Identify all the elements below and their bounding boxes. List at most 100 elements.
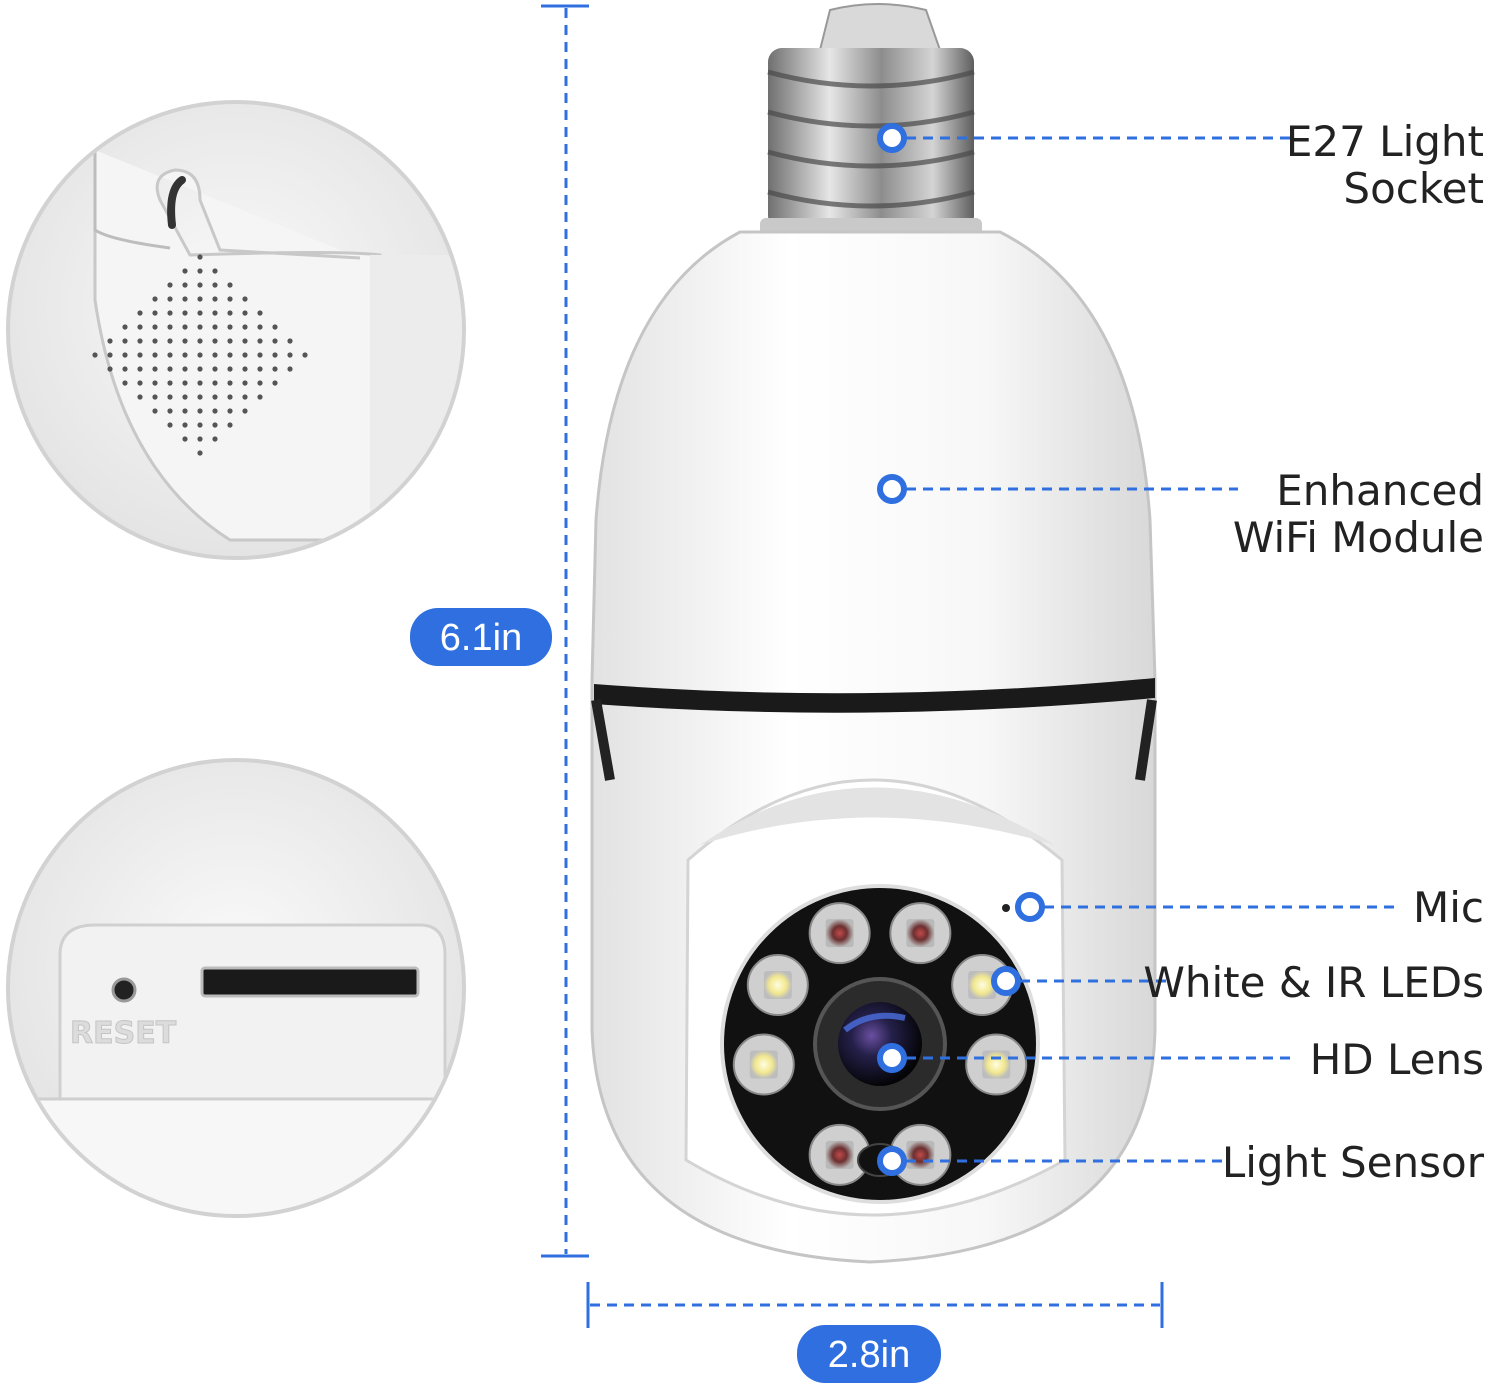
speaker-hole xyxy=(212,394,218,400)
speaker-hole xyxy=(227,310,233,316)
speaker-hole xyxy=(107,338,113,344)
speaker-hole xyxy=(167,366,173,372)
speaker-hole xyxy=(137,338,143,344)
speaker-hole xyxy=(212,366,218,372)
speaker-hole xyxy=(167,394,173,400)
white-led-icon xyxy=(965,1033,1028,1096)
speaker-hole xyxy=(287,352,293,358)
speaker-hole xyxy=(167,338,173,344)
speaker-hole xyxy=(182,296,188,302)
speaker-hole xyxy=(152,380,158,386)
speaker-hole xyxy=(152,408,158,414)
speaker-hole xyxy=(182,394,188,400)
ir-led-icon xyxy=(889,902,952,965)
speaker-hole xyxy=(227,338,233,344)
speaker-hole xyxy=(242,408,248,414)
speaker-hole xyxy=(197,352,203,358)
speaker-hole xyxy=(212,352,218,358)
speaker-hole xyxy=(197,422,203,428)
speaker-grille xyxy=(92,254,308,456)
width-dimension xyxy=(586,1282,1164,1328)
sensor-label: Light Sensor xyxy=(1222,1138,1485,1187)
speaker-hole xyxy=(167,408,173,414)
speaker-hole xyxy=(242,352,248,358)
speaker-hole xyxy=(212,436,218,442)
speaker-hole xyxy=(242,324,248,330)
speaker-hole xyxy=(182,422,188,428)
speaker-hole xyxy=(137,394,143,400)
speaker-hole xyxy=(197,254,203,260)
speaker-hole xyxy=(227,352,233,358)
speaker-hole xyxy=(167,422,173,428)
e27-socket xyxy=(760,3,982,238)
speaker-hole xyxy=(182,338,188,344)
speaker-hole xyxy=(197,282,203,288)
speaker-hole xyxy=(167,380,173,386)
speaker-hole xyxy=(197,450,203,456)
speaker-hole xyxy=(227,324,233,330)
reset-label: RESET xyxy=(70,1016,177,1051)
speaker-hole xyxy=(197,338,203,344)
width-badge-bg xyxy=(797,1325,941,1383)
speaker-hole xyxy=(242,296,248,302)
socket-label-line1: E27 Light xyxy=(1286,117,1484,166)
reset-pinhole-icon xyxy=(111,977,137,1003)
speaker-hole xyxy=(107,352,113,358)
speaker-hole xyxy=(227,408,233,414)
speaker-hole xyxy=(182,324,188,330)
white-led-icon xyxy=(732,1033,795,1096)
wifi-label-line2: WiFi Module xyxy=(1233,513,1484,562)
rotation-seam xyxy=(594,678,1155,713)
speaker-hole xyxy=(242,338,248,344)
speaker-hole xyxy=(212,324,218,330)
speaker-hole xyxy=(257,338,263,344)
speaker-hole xyxy=(302,352,308,358)
callout-leaders xyxy=(906,136,1395,1163)
speaker-hole xyxy=(212,282,218,288)
mic-hole xyxy=(1002,904,1010,912)
speaker-hole xyxy=(182,282,188,288)
speaker-hole xyxy=(122,352,128,358)
mic-marker-icon xyxy=(1015,892,1045,922)
speaker-hole xyxy=(272,338,278,344)
speaker-hole xyxy=(152,338,158,344)
sd-card-inset: RESET xyxy=(6,758,466,1218)
speaker-hole xyxy=(227,366,233,372)
lens-marker-icon xyxy=(877,1043,907,1073)
height-badge-bg xyxy=(410,608,552,666)
speaker-hole xyxy=(167,310,173,316)
speaker-hole xyxy=(197,408,203,414)
speaker-hole xyxy=(182,352,188,358)
speaker-hole xyxy=(227,282,233,288)
height-dimension xyxy=(541,4,589,1258)
speaker-hole xyxy=(167,324,173,330)
speaker-hole xyxy=(182,408,188,414)
bulb-camera xyxy=(590,3,1157,1264)
speaker-hole xyxy=(227,422,233,428)
speaker-hole xyxy=(167,352,173,358)
speaker-hole xyxy=(212,310,218,316)
speaker-hole xyxy=(212,422,218,428)
wifi-label-line1: Enhanced xyxy=(1276,466,1484,515)
speaker-hole xyxy=(257,352,263,358)
white-led-icon xyxy=(746,954,809,1016)
speaker-hole xyxy=(107,366,113,372)
speaker-hole xyxy=(257,366,263,372)
sensor-marker-icon xyxy=(877,1146,907,1176)
ir-led-icon xyxy=(808,902,871,965)
speaker-hole xyxy=(137,366,143,372)
speaker-hole xyxy=(272,352,278,358)
speaker-hole xyxy=(152,296,158,302)
speaker-hole xyxy=(212,380,218,386)
speaker-hole xyxy=(242,394,248,400)
speaker-hole xyxy=(197,324,203,330)
speaker-hole xyxy=(272,366,278,372)
speaker-hole xyxy=(227,394,233,400)
speaker-hole xyxy=(182,380,188,386)
speaker-hole xyxy=(287,366,293,372)
width-badge: 2.8in xyxy=(828,1334,910,1376)
speaker-hole xyxy=(287,338,293,344)
speaker-hole xyxy=(272,324,278,330)
speaker-hole xyxy=(152,366,158,372)
